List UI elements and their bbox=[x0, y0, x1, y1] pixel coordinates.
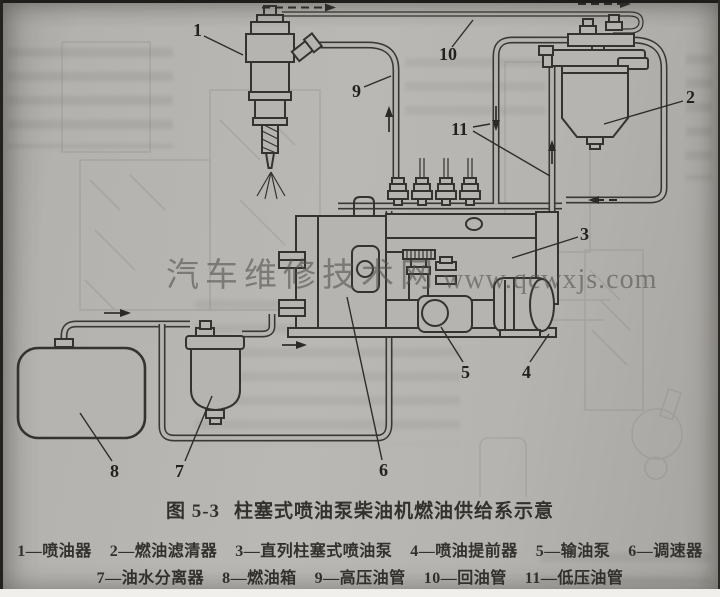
injector bbox=[245, 5, 324, 200]
legend-item-7: 7—油水分离器 bbox=[96, 570, 205, 587]
page-edge-left bbox=[0, 0, 3, 590]
legend-row-2: 7—油水分离器 8—燃油箱 9—高压油管 10—回油管 11—低压油管 bbox=[0, 564, 720, 588]
fuel-filter bbox=[538, 14, 649, 150]
callout-3: 3 bbox=[580, 224, 589, 244]
callout-7: 7 bbox=[175, 461, 184, 481]
legend-item-2: 2—燃油滤清器 bbox=[109, 543, 218, 560]
callout-8: 8 bbox=[110, 461, 119, 481]
legend-row-1: 1—喷油器 2—燃油滤清器 3—直列柱塞式喷油泵 4—喷油提前器 5—输油泵 6… bbox=[0, 537, 720, 561]
fuel-tank bbox=[16, 338, 147, 440]
flow-arrows bbox=[104, 0, 631, 349]
callout-10: 10 bbox=[439, 44, 457, 64]
legend-item-6: 6—调速器 bbox=[628, 543, 703, 560]
callouts: 1 2 3 4 5 6 7 8 9 10 11 bbox=[79, 19, 695, 481]
callout-4: 4 bbox=[522, 362, 531, 382]
figure-caption: 图 5-3 柱塞式喷油泵柴油机燃油供给系示意 bbox=[0, 496, 720, 523]
delivery-valve-fittings bbox=[387, 158, 481, 206]
governor bbox=[278, 196, 387, 329]
callout-2: 2 bbox=[686, 87, 695, 107]
page-edge-right bbox=[718, 0, 720, 590]
legend-item-5: 5—输油泵 bbox=[535, 543, 611, 560]
callout-1: 1 bbox=[193, 20, 202, 40]
transfer-pump bbox=[417, 295, 473, 333]
callout-5: 5 bbox=[461, 362, 470, 382]
legend-item-1: 1—喷油器 bbox=[17, 543, 92, 560]
legend-item-4: 4—喷油提前器 bbox=[410, 543, 518, 560]
legend-item-8: 8—燃油箱 bbox=[222, 570, 297, 587]
page-edge-bottom bbox=[0, 589, 720, 597]
callout-11: 11 bbox=[451, 119, 468, 139]
figure-title: 柱塞式喷油泵柴油机燃油供给系示意 bbox=[234, 501, 555, 522]
fuel-system-diagram: 1 2 3 4 5 6 7 8 9 10 11 bbox=[16, 0, 695, 481]
outlet-banjo bbox=[435, 256, 457, 285]
callout-6: 6 bbox=[379, 460, 388, 480]
injection-advancer bbox=[493, 277, 555, 338]
return-pipe bbox=[282, 11, 644, 34]
page-edge-top bbox=[0, 0, 720, 3]
legend-item-11: 11—低压油管 bbox=[524, 570, 624, 587]
hand-primer bbox=[402, 249, 436, 301]
legend-item-10: 10—回油管 bbox=[423, 570, 507, 587]
water-separator bbox=[185, 320, 245, 425]
legend-item-3: 3—直列柱塞式喷油泵 bbox=[235, 543, 393, 560]
legend-item-9: 9—高压油管 bbox=[314, 570, 406, 587]
figure-number: 图 5-3 bbox=[165, 501, 221, 522]
callout-9: 9 bbox=[352, 81, 361, 101]
